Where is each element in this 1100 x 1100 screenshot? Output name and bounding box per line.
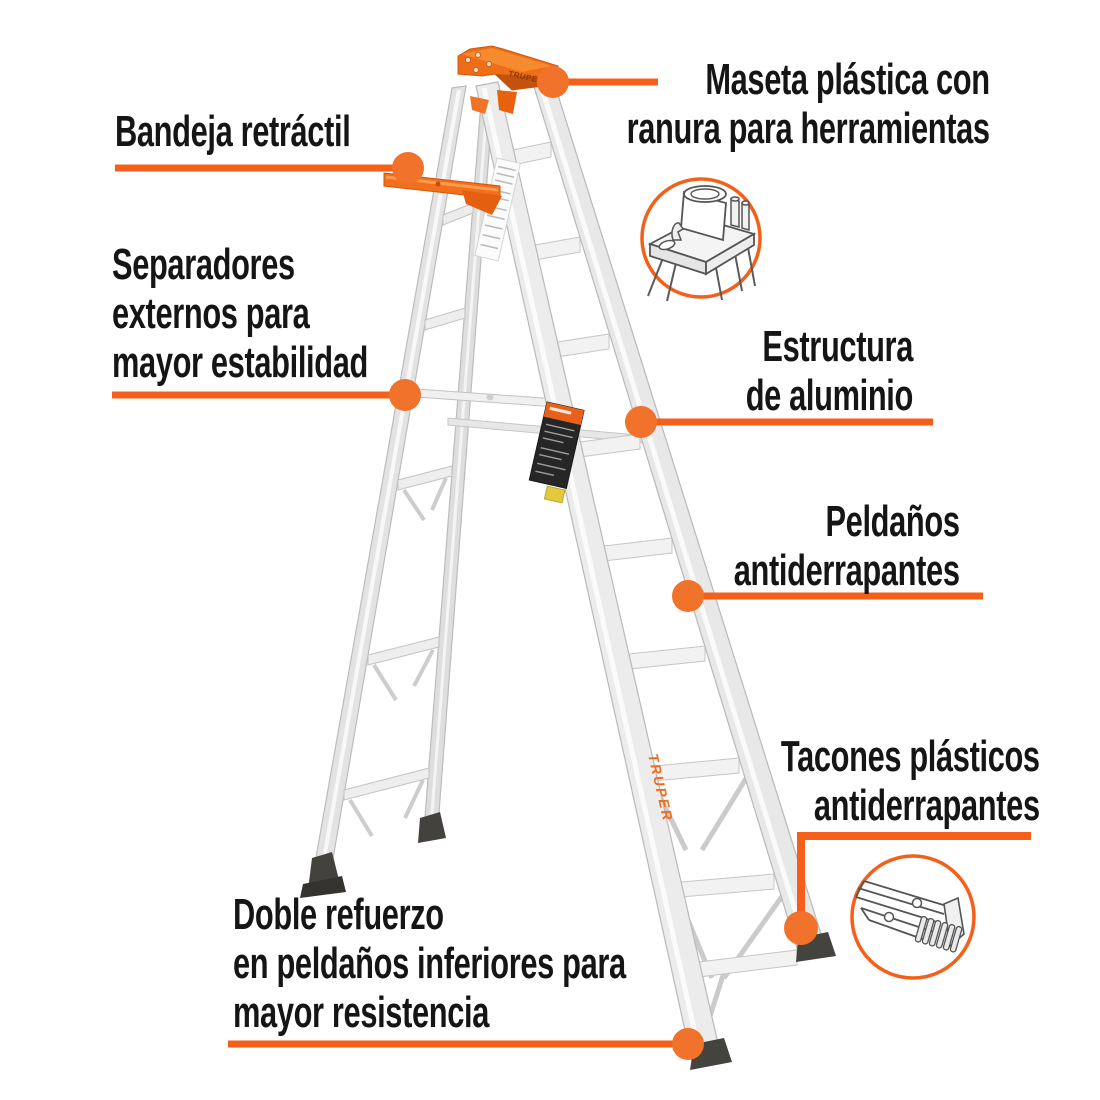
cap-under-bracket [497,90,517,114]
detail-tool-slots [730,196,750,231]
callout-lines [112,78,1031,1048]
detail-cap-side [705,232,755,276]
callout-label-bandeja: Bandeja retráctil [115,107,351,156]
ladder-rear-section [300,85,495,898]
rear-left-rail-highlight [319,89,461,877]
warning-sticker [543,485,566,504]
step [680,873,775,898]
rear-left-foot-pad [300,876,346,898]
rear-brace [343,767,430,801]
ladder-front-section: TRUPER [474,75,836,1070]
callout-label-maseta: Maseta plástica con ranura para herramie… [626,55,990,153]
step [628,645,706,670]
spreader-bars [402,387,649,444]
tray-bracket [462,190,502,215]
rear-brace [424,307,466,331]
rear-right-rail-highlight [429,91,490,827]
callout-dot-peldanos [672,580,704,612]
callout-dot-estructura [625,406,657,438]
detail-can-inner-rim [690,188,720,200]
callout-dot-bandeja [392,152,424,184]
callout-dots [389,66,818,1060]
rear-brace [397,465,453,491]
spreader-hinge [486,393,494,401]
detail-rail-hole [911,897,923,909]
callout-label-estructura: Estructura de aluminio [745,322,914,420]
tray-rivet [435,181,441,187]
step [534,236,581,261]
detail-cap-legs [647,241,756,302]
step [556,333,610,358]
detail-foot-ribs [914,915,963,953]
callout-label-separadores: Separadores externos para mayor estabili… [112,240,368,387]
cap-rivets [464,52,492,74]
callout-label-peldanos: Peldaños antiderrapantes [734,497,960,595]
product-label-sticker [528,401,585,504]
detail-tool [671,222,685,241]
rear-brace [442,202,474,226]
rear-right-foot [418,812,446,843]
ladder-illustration: TRUPER TRUPER [300,45,836,1070]
cap-top-face [462,48,552,72]
step [698,949,798,978]
front-right-rail-highlight [537,81,811,953]
front-left-rail-highlight [481,87,703,1057]
detail-cap-hole [658,239,676,251]
rear-gussets [348,477,448,838]
callout-label-tacones: Tacones plásticos antiderrapantes [781,732,1040,830]
callout-dot-maseta [537,66,569,98]
cap-under-hook [470,96,489,114]
callout-dot-doble [672,1028,704,1060]
ladder-steps [512,141,798,978]
callout-label-doble: Doble refuerzo en peldaños inferiores pa… [233,890,626,1037]
rear-brace [367,636,440,666]
detail-rail-hole [883,911,895,923]
step [512,141,552,166]
step [603,537,673,562]
callout-dot-separadores [389,379,421,411]
foot-detail-illustration [850,854,976,980]
callout-dot-tacones [784,911,818,945]
top-cap-detail-illustration [640,177,762,302]
callout-line-tacones [797,832,1031,928]
